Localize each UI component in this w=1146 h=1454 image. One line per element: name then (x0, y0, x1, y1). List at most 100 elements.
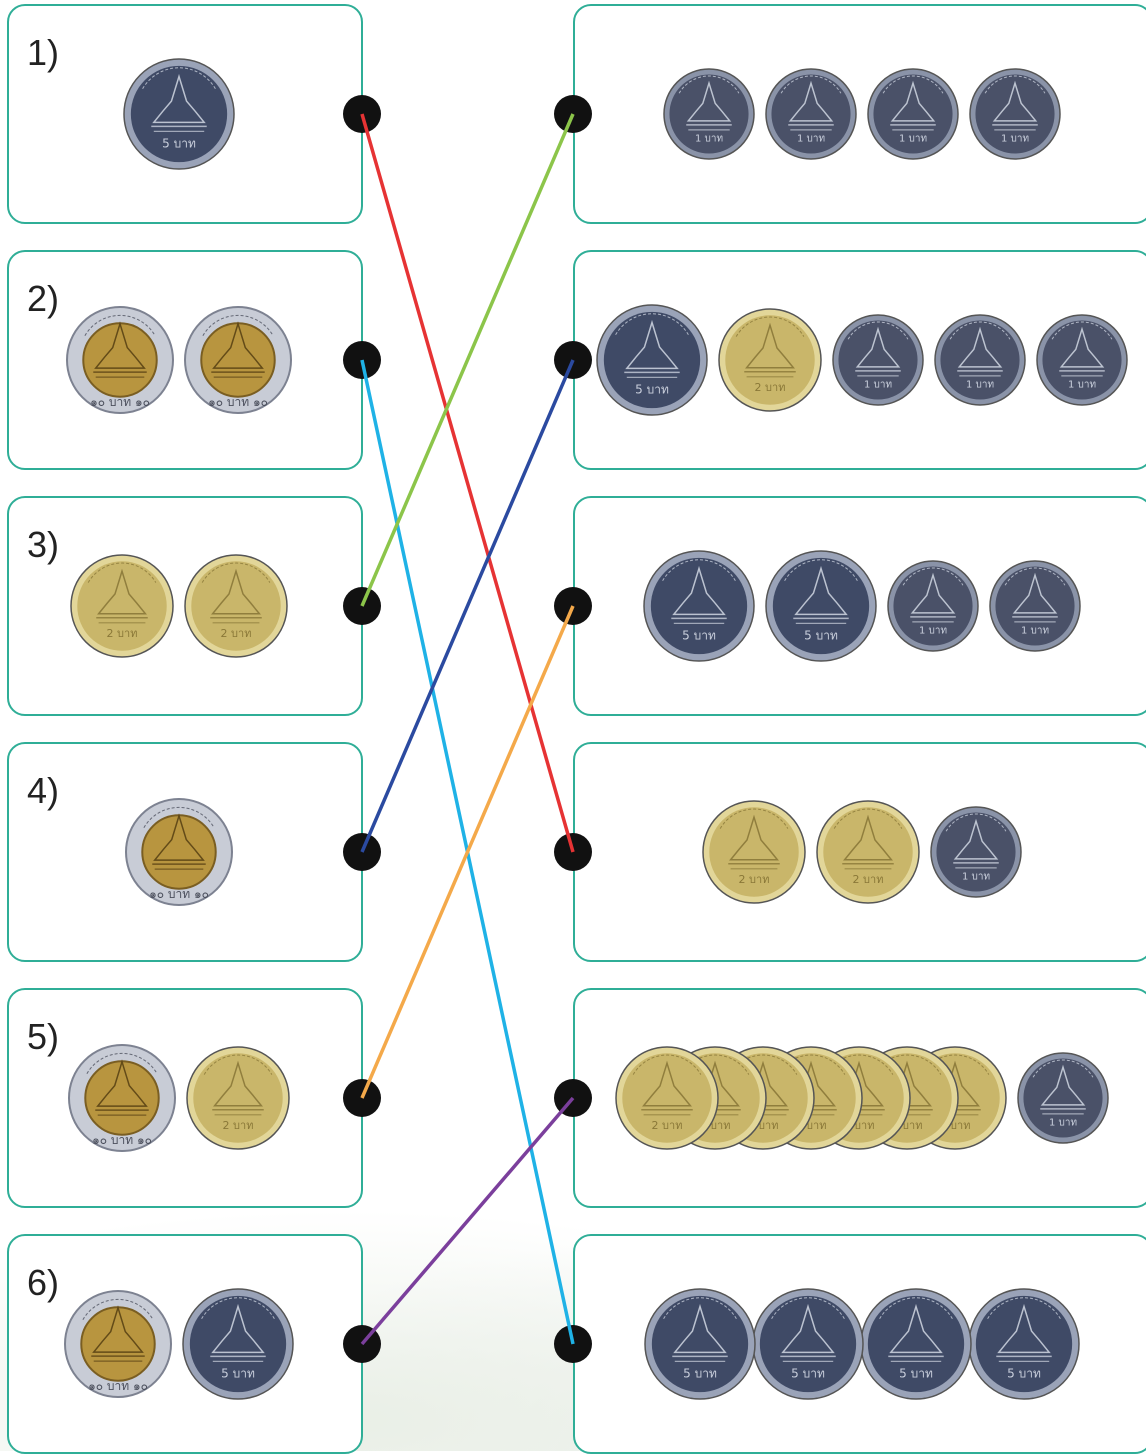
svg-text:2 บาท: 2 บาท (652, 1119, 683, 1132)
right-box-6: 5 บาท 5 บาท 5 บาท 5 บาท (573, 1234, 1146, 1454)
svg-text:5 บาท: 5 บาท (162, 137, 196, 151)
coin-5-baht-icon: 5 บาท (596, 304, 708, 416)
left-box-2: 2) ๑๐ บาท ๑๐ ๑๐ บาท ๑๐ (7, 250, 363, 470)
coin-2-baht-icon: 2 บาท (70, 554, 174, 658)
svg-text:5 บาท: 5 บาท (635, 383, 669, 397)
svg-text:๑๐ บาท ๑๐: ๑๐ บาท ๑๐ (149, 887, 209, 901)
coin-5-baht-icon: 5 บาท (182, 1288, 294, 1400)
svg-text:๑๐ บาท ๑๐: ๑๐ บาท ๑๐ (208, 395, 268, 409)
svg-text:1 บาท: 1 บาท (899, 134, 927, 145)
svg-text:2 บาท: 2 บาท (853, 873, 884, 886)
coin-1-baht-icon: 1 บาท (934, 314, 1026, 406)
coin-10-baht-icon: ๑๐ บาท ๑๐ (64, 1290, 172, 1398)
svg-text:5 บาท: 5 บาท (1007, 1367, 1041, 1381)
left-box-3: 3) 2 บาท 2 บาท (7, 496, 363, 716)
coin-2-baht-icon: 2 บาท (186, 1046, 290, 1150)
item-number: 2) (27, 278, 60, 319)
coin-2-baht-icon: 2 บาท (702, 800, 806, 904)
coin-1-baht-icon: 1 บาท (765, 68, 857, 160)
connection-line-1-4 (360, 113, 575, 853)
svg-text:1 บาท: 1 บาท (966, 380, 994, 391)
svg-text:2 บาท: 2 บาท (221, 627, 252, 640)
coin-group: 5 บาท 2 บาท 1 บาท 1 บาท 1 บาท (596, 252, 1128, 468)
connection-line-6-5 (360, 1096, 575, 1346)
coin-1-baht-icon: 1 บาท (1017, 1052, 1109, 1144)
svg-text:5 บาท: 5 บาท (221, 1367, 255, 1381)
coin-group: 2 บาท 2 บาท (3, 498, 355, 714)
right-box-2: 5 บาท 2 บาท 1 บาท 1 บาท 1 บาท (573, 250, 1146, 470)
coin-10-baht-icon: ๑๐ บาท ๑๐ (68, 1044, 176, 1152)
coin-5-baht-icon: 5 บาท (643, 550, 755, 662)
coin-2-baht-icon: 2 บาท (718, 308, 822, 412)
right-box-4: 2 บาท 2 บาท 1 บาท (573, 742, 1146, 962)
coin-group: ๑๐ บาท ๑๐ (3, 744, 355, 960)
svg-text:2 บาท: 2 บาท (223, 1119, 254, 1132)
svg-text:2 บาท: 2 บาท (739, 873, 770, 886)
coin-group: ๑๐ บาท ๑๐ 2 บาท (3, 990, 355, 1206)
coin-5-baht-icon: 5 บาท (752, 1288, 864, 1400)
svg-text:1 บาท: 1 บาท (962, 872, 990, 883)
svg-text:5 บาท: 5 บาท (682, 629, 716, 643)
left-box-6: 6) ๑๐ บาท ๑๐ 5 บาท (7, 1234, 363, 1454)
connection-line-3-1 (360, 113, 575, 607)
item-number: 4) (27, 770, 60, 811)
item-number: 3) (27, 524, 60, 565)
coin-2-baht-icon: 2 บาท (615, 1046, 719, 1150)
svg-text:1 บาท: 1 บาท (1001, 134, 1029, 145)
left-box-5: 5) ๑๐ บาท ๑๐ 2 บาท (7, 988, 363, 1208)
coin-1-baht-icon: 1 บาท (887, 560, 979, 652)
svg-text:๑๐ บาท ๑๐: ๑๐ บาท ๑๐ (88, 1379, 148, 1393)
left-box-1: 1) 5 บาท (7, 4, 363, 224)
left-box-4: 4) ๑๐ บาท ๑๐ (7, 742, 363, 962)
coin-10-baht-icon: ๑๐ บาท ๑๐ (184, 306, 292, 414)
svg-text:1 บาท: 1 บาท (695, 134, 723, 145)
coin-1-baht-icon: 1 บาท (930, 806, 1022, 898)
coin-group: 5 บาท (3, 6, 355, 222)
coin-1-baht-icon: 1 บาท (989, 560, 1081, 652)
coin-1-baht-icon: 1 บาท (969, 68, 1061, 160)
svg-text:5 บาท: 5 บาท (683, 1367, 717, 1381)
svg-text:1 บาท: 1 บาท (1068, 380, 1096, 391)
connection-line-5-3 (360, 605, 575, 1099)
svg-text:5 บาท: 5 บาท (899, 1367, 933, 1381)
coin-group: 5 บาท 5 บาท 5 บาท 5 บาท (603, 1236, 1121, 1452)
coin-group: ๑๐ บาท ๑๐ 5 บาท (3, 1236, 355, 1452)
svg-text:1 บาท: 1 บาท (919, 626, 947, 637)
right-box-3: 5 บาท 5 บาท 1 บาท 1 บาท (573, 496, 1146, 716)
right-box-1: 1 บาท 1 บาท 1 บาท 1 บาท (573, 4, 1146, 224)
coin-1-baht-icon: 1 บาท (663, 68, 755, 160)
coin-10-baht-icon: ๑๐ บาท ๑๐ (66, 306, 174, 414)
item-number: 5) (27, 1016, 60, 1057)
coin-group: 1 บาท 1 บาท 1 บาท 1 บาท (603, 6, 1121, 222)
coin-10-baht-icon: ๑๐ บาท ๑๐ (125, 798, 233, 906)
item-number: 6) (27, 1262, 60, 1303)
svg-text:1 บาท: 1 บาท (1049, 1118, 1077, 1129)
coin-5-baht-icon: 5 บาท (123, 58, 235, 170)
svg-text:1 บาท: 1 บาท (864, 380, 892, 391)
coin-2-baht-icon: 2 บาท (816, 800, 920, 904)
svg-text:2 บาท: 2 บาท (107, 627, 138, 640)
coin-2-baht-icon: 2 บาท (184, 554, 288, 658)
coin-1-baht-icon: 1 บาท (1036, 314, 1128, 406)
svg-text:๑๐ บาท ๑๐: ๑๐ บาท ๑๐ (90, 395, 150, 409)
coin-1-baht-icon: 1 บาท (832, 314, 924, 406)
coin-5-baht-icon: 5 บาท (644, 1288, 756, 1400)
svg-text:1 บาท: 1 บาท (1021, 626, 1049, 637)
svg-text:๑๐ บาท ๑๐: ๑๐ บาท ๑๐ (92, 1133, 152, 1147)
coin-5-baht-icon: 5 บาท (765, 550, 877, 662)
connection-line-4-2 (360, 359, 575, 853)
svg-text:5 บาท: 5 บาท (804, 629, 838, 643)
coin-group: ๑๐ บาท ๑๐ ๑๐ บาท ๑๐ (3, 252, 355, 468)
svg-text:5 บาท: 5 บาท (791, 1367, 825, 1381)
svg-text:1 บาท: 1 บาท (797, 134, 825, 145)
item-number: 1) (27, 32, 60, 73)
coin-5-baht-icon: 5 บาท (968, 1288, 1080, 1400)
svg-text:2 บาท: 2 บาท (755, 381, 786, 394)
coin-group: 5 บาท 5 บาท 1 บาท 1 บาท (603, 498, 1121, 714)
coin-5-baht-icon: 5 บาท (860, 1288, 972, 1400)
coin-group: 2 บาท 2 บาท 1 บาท (603, 744, 1121, 960)
coin-1-baht-icon: 1 บาท (867, 68, 959, 160)
